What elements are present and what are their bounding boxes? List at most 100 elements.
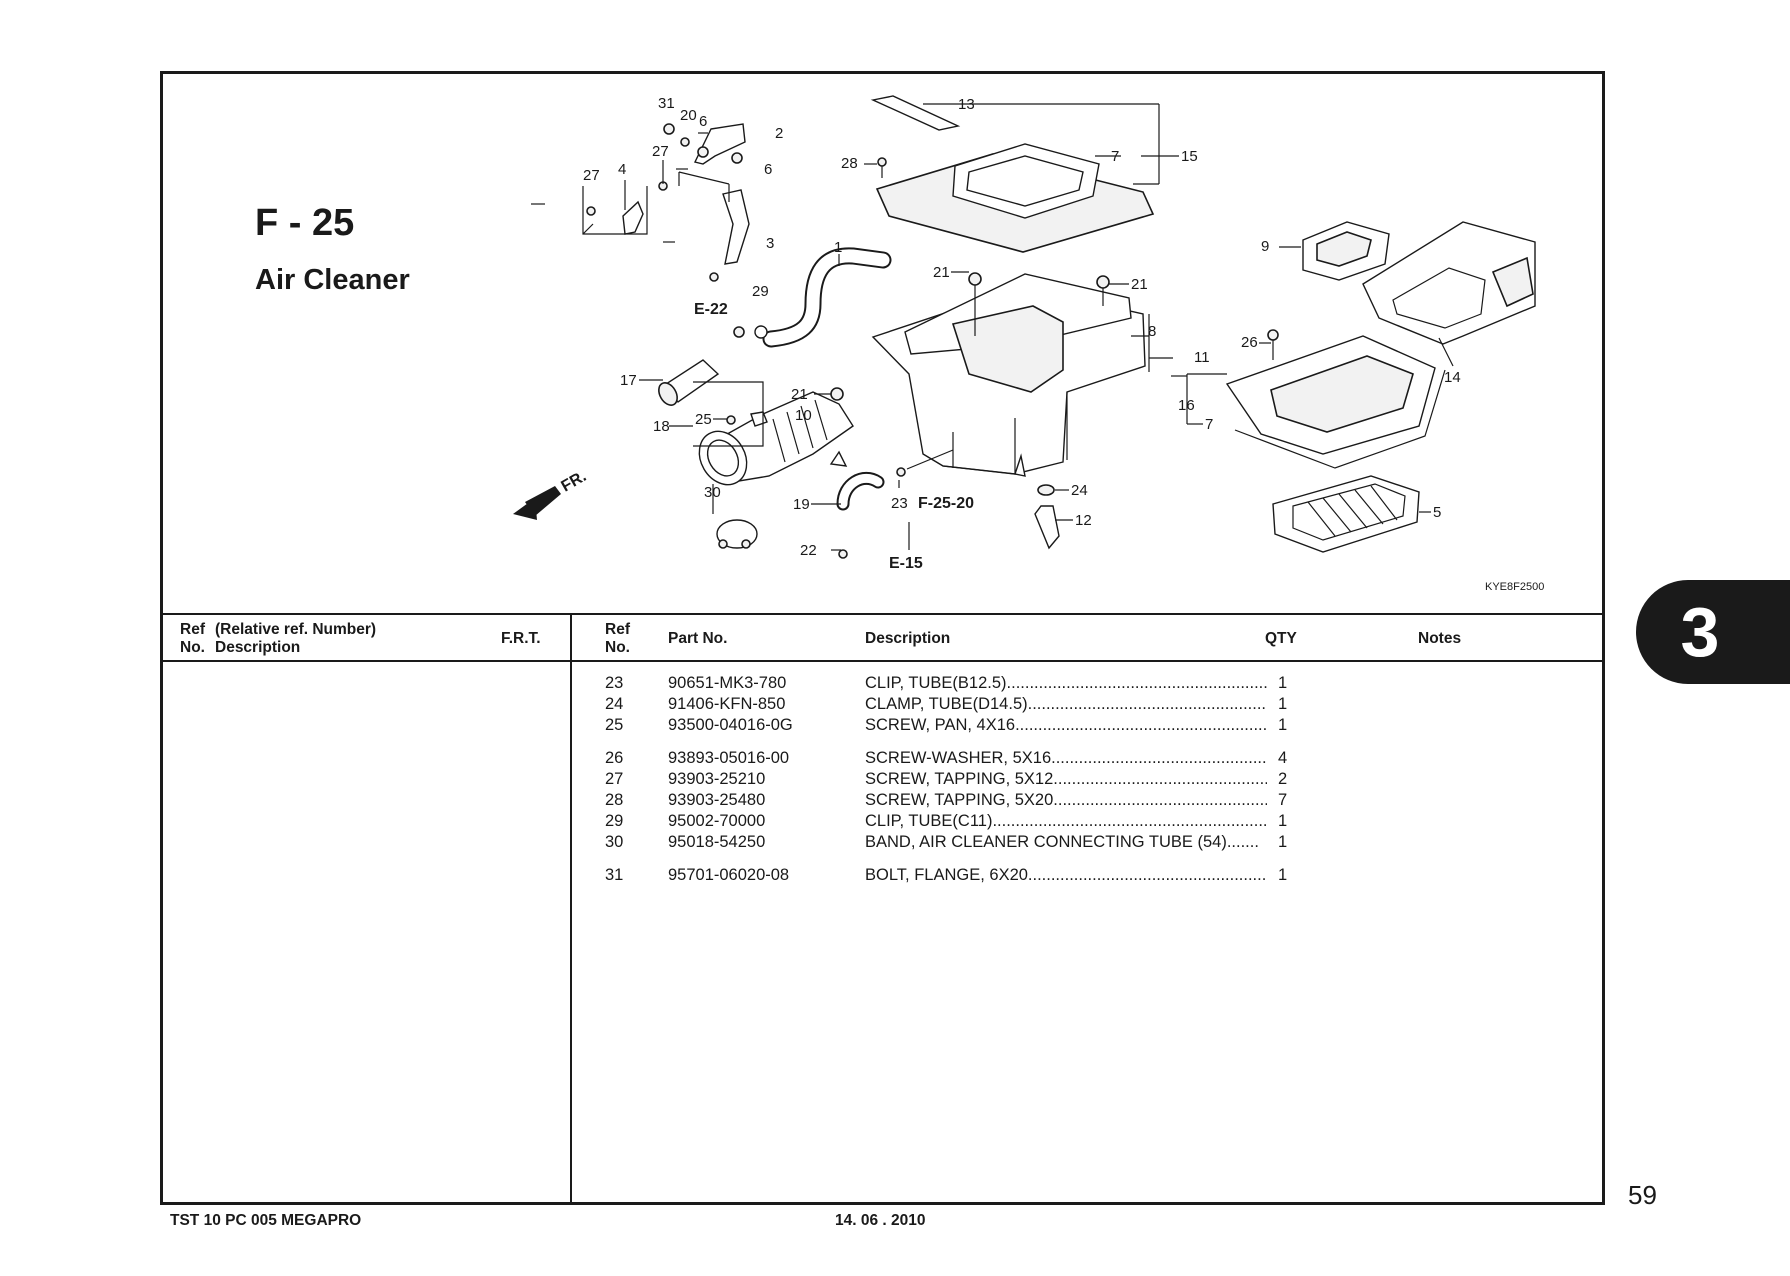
row-qty: 4 (1278, 749, 1288, 767)
row-description: SCREW, TAPPING, 5X12....................… (865, 770, 1267, 788)
duct-and-frame (1302, 221, 1536, 345)
callout: 30 (704, 484, 721, 501)
table-row: 25 93500-04016-0G SCREW, PAN, 4X16......… (163, 716, 1602, 737)
callout: 9 (1261, 238, 1269, 255)
callout: 14 (1444, 369, 1461, 386)
callout: 22 (800, 542, 817, 559)
drain-parts (658, 326, 906, 559)
callout: E-15 (889, 555, 923, 572)
diagram-code: KYE8F2500 (1485, 581, 1544, 593)
left-header-ref: Ref (180, 621, 205, 638)
row-part-no: 95701-06020-08 (668, 866, 790, 884)
callout: F-25-20 (918, 495, 974, 512)
left-header-relative: (Relative ref. Number) (215, 621, 377, 638)
callout: 18 (653, 418, 670, 435)
callout: 1 (834, 239, 842, 256)
table-row: 27 93903-25210 SCREW, TAPPING, 5X12.....… (163, 770, 1602, 791)
row-ref: 29 (605, 812, 624, 830)
air-cleaner-case (871, 272, 1146, 477)
callout: 24 (1071, 482, 1088, 499)
cover-assembly (870, 95, 1155, 253)
callout: 16 (1178, 397, 1195, 414)
table-row: 23 90651-MK3-780 CLIP, TUBE(B12.5)......… (163, 674, 1602, 695)
header-no: No. (605, 639, 630, 656)
row-part-no: 93500-04016-0G (668, 716, 793, 734)
row-description: CLIP, TUBE(C11).........................… (865, 812, 1267, 830)
exploded-diagram: FR. (513, 95, 1544, 593)
row-qty: 1 (1278, 866, 1288, 884)
callout: 13 (958, 96, 975, 113)
row-description: SCREW, PAN, 4X16........................… (865, 716, 1267, 734)
callout: 15 (1181, 148, 1198, 165)
diagram-area: F - 25 Air Cleaner (163, 74, 1602, 613)
page-number: 59 (1628, 1180, 1657, 1210)
row-part-no: 93893-05016-00 (668, 749, 790, 767)
row-qty: 1 (1278, 716, 1288, 734)
callout: 28 (841, 155, 858, 172)
callout: 21 (1131, 276, 1148, 293)
left-header-description: Description (215, 639, 301, 656)
row-qty: 2 (1278, 770, 1288, 788)
callout: 6 (699, 113, 707, 130)
callout: 11 (1194, 349, 1210, 366)
section-tab: 3 (1636, 580, 1790, 684)
callout: 7 (1205, 416, 1213, 433)
row-part-no: 90651-MK3-780 (668, 674, 787, 692)
callout: E-22 (694, 301, 728, 318)
header-qty: QTY (1265, 630, 1297, 647)
callout: 17 (620, 372, 637, 389)
callout: 21 (933, 264, 950, 281)
row-description: SCREW, TAPPING, 5X20....................… (865, 791, 1267, 809)
header-notes: Notes (1418, 630, 1462, 647)
row-ref: 23 (605, 674, 624, 692)
callout: 21 (791, 386, 808, 403)
header-frt: F.R.T. (501, 630, 541, 647)
figure-code: F - 25 (255, 202, 355, 244)
leader-lines (531, 103, 1454, 551)
row-ref: 27 (605, 770, 624, 788)
intake-hose (754, 247, 892, 348)
callout: 3 (766, 235, 774, 252)
callout: 5 (1433, 504, 1441, 521)
callout: 25 (695, 411, 712, 428)
row-qty: 1 (1278, 812, 1288, 830)
callout: 23 (891, 495, 908, 512)
footer-date: 14. 06 . 2010 (835, 1212, 926, 1229)
footer-catalog-code: TST 10 PC 005 MEGAPRO (170, 1212, 362, 1229)
row-ref: 28 (605, 791, 624, 809)
header-description: Description (865, 630, 951, 647)
row-part-no: 93903-25480 (668, 791, 766, 809)
left-header-no: No. (180, 639, 205, 656)
callout: 10 (795, 407, 812, 424)
row-qty: 1 (1278, 833, 1288, 851)
row-ref: 30 (605, 833, 624, 851)
callout: 20 (680, 107, 697, 124)
row-ref: 25 (605, 716, 624, 734)
upper-cover (1225, 329, 1446, 469)
table-top-rule (163, 613, 1602, 615)
table-row: 24 91406-KFN-850 CLAMP, TUBE(D14.5).....… (163, 695, 1602, 716)
row-part-no: 93903-25210 (668, 770, 766, 788)
figure-title: Air Cleaner (255, 264, 410, 296)
callout: 27 (583, 167, 600, 184)
callout: 31 (658, 95, 675, 112)
callout: 4 (618, 161, 626, 178)
drain-plug (1034, 484, 1060, 550)
bracket-assembly (582, 123, 750, 282)
row-qty: 1 (1278, 674, 1288, 692)
air-filter-element (1272, 475, 1420, 553)
callout: 6 (764, 161, 772, 178)
connecting-tube (698, 391, 854, 549)
row-description: BOLT, FLANGE, 6X20......................… (865, 866, 1267, 884)
row-description: CLIP, TUBE(B12.5).......................… (865, 674, 1267, 692)
front-arrow-icon: FR. (513, 468, 589, 520)
row-part-no: 95018-54250 (668, 833, 766, 851)
row-qty: 1 (1278, 695, 1288, 713)
callout-labels: 31 20 6 2 6 27 4 27 3 13 28 7 15 1 21 21… (583, 95, 1544, 593)
row-description: CLAMP, TUBE(D14.5)......................… (865, 695, 1267, 713)
column-divider (570, 613, 572, 1202)
front-label: FR. (559, 468, 590, 496)
catalog-frame: F - 25 Air Cleaner (160, 71, 1605, 1205)
header-ref: Ref (605, 621, 630, 638)
row-ref: 26 (605, 749, 624, 767)
